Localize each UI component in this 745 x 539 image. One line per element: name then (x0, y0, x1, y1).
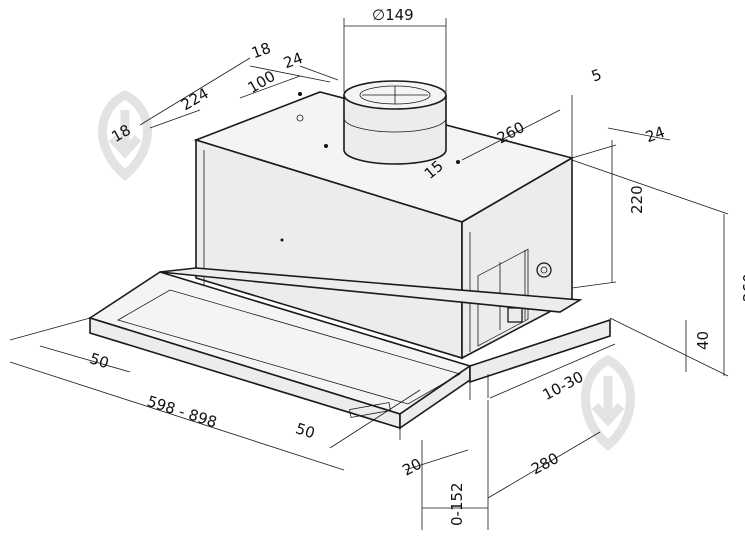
dim-220: 220 (628, 185, 646, 214)
shield-arrow-watermark-icon (581, 354, 635, 451)
dim-24-top: 24 (281, 49, 305, 72)
dim-duct-diameter: ∅149 (372, 6, 414, 24)
dimension-lines (9, 18, 729, 530)
shield-arrow-watermark-icon (98, 89, 152, 181)
dim-100: 100 (245, 67, 279, 97)
dim-10-30: 10-30 (540, 368, 587, 404)
dim-50-left: 50 (87, 349, 111, 372)
telescopic-front-panel (88, 267, 611, 440)
dim-18-top: 18 (249, 39, 273, 62)
dim-260-right: 260 (740, 273, 745, 302)
dim-20: 20 (399, 455, 424, 480)
dim-598-898: 598 - 898 (145, 392, 219, 431)
dim-24-right: 24 (643, 123, 667, 146)
dim-5: 5 (589, 65, 604, 85)
dim-224: 224 (178, 84, 212, 114)
dim-280: 280 (528, 449, 562, 478)
exhaust-duct-collar (343, 80, 447, 165)
dim-0-152: 0-152 (448, 482, 466, 526)
dim-50-front: 50 (293, 419, 317, 442)
dim-40: 40 (694, 331, 712, 350)
